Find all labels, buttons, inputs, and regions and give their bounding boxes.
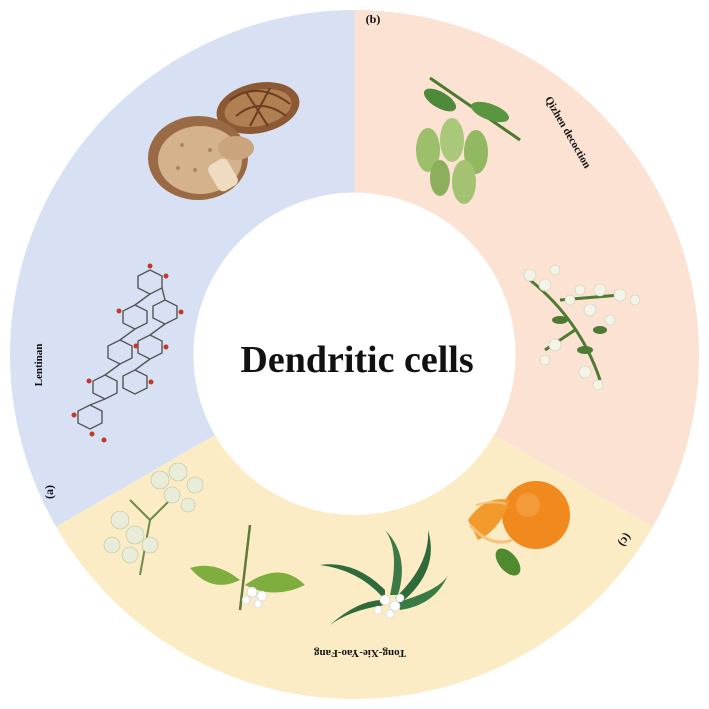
segment-c-name: Tong-Xie-Yao-Fang [314, 647, 406, 659]
center-title: Dendritic cells [240, 339, 473, 381]
mandarin-orange-icon [468, 481, 570, 576]
leafy-herb-icon [320, 530, 448, 625]
segment-a-name: Lentinan [33, 344, 45, 387]
segment-b-letter: (b) [366, 12, 381, 26]
white-flower-sprig-icon [190, 524, 305, 611]
shiitake-mushroom-icon [148, 82, 300, 200]
umbel-flower-icon [103, 462, 204, 576]
polysaccharide-structure-icon [71, 263, 184, 443]
green-seed-pods-icon [416, 76, 521, 204]
white-flower-cluster-icon [523, 264, 641, 391]
segment-a-letter: (a) [42, 485, 56, 499]
segment-lentinan [10, 10, 355, 527]
center-circle [204, 204, 505, 505]
segment-c-letter: (c) [616, 531, 635, 550]
